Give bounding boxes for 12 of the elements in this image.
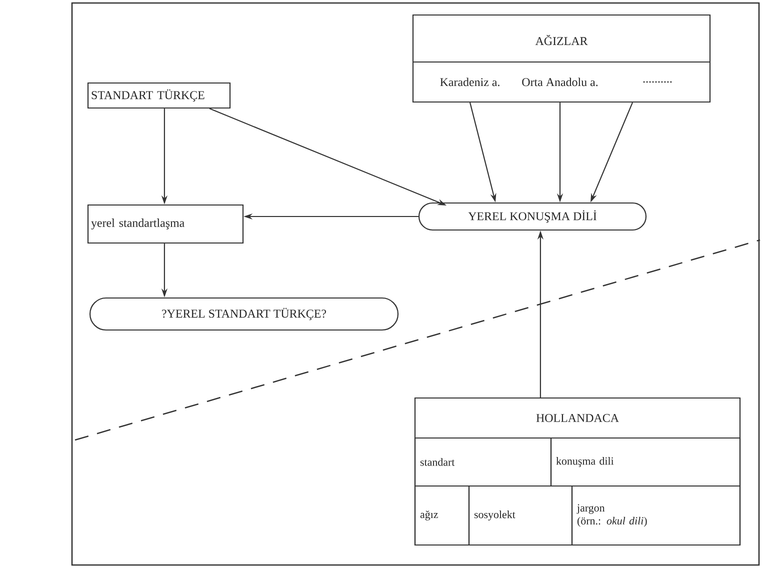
- list-item: ..........: [643, 81, 672, 83]
- list-item: Orta Anadolu a.: [522, 78, 598, 86]
- table-cell: jargon (örn.: okul dili): [571, 485, 741, 546]
- rounded-box: ?YEREL STANDART TÜRKÇE?: [89, 297, 399, 331]
- table-cell: ağız: [414, 485, 470, 546]
- table-cell: konuşma dili: [550, 437, 741, 487]
- rounded-box: YEREL KONUŞMA DİLİ: [418, 202, 647, 231]
- list-item: Karadeniz a.: [440, 78, 500, 86]
- table-cell: standart: [414, 437, 552, 487]
- process-box: yerel standartlaşma: [87, 204, 244, 244]
- table-cell: sosyolekt: [468, 485, 573, 546]
- process-box: STANDART TÜRKÇE: [87, 82, 231, 109]
